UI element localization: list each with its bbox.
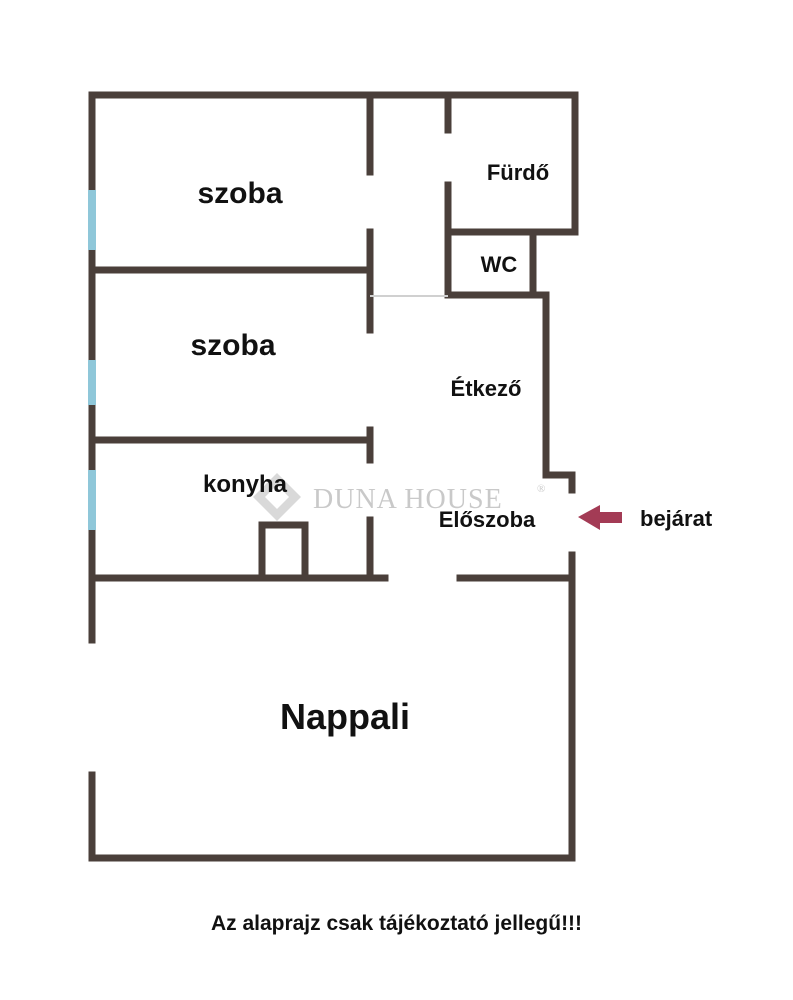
room-label-szoba-1: szoba bbox=[197, 177, 282, 210]
watermark: DUNA HOUSE ® bbox=[253, 473, 546, 521]
disclaimer-text: Az alaprajz csak tájékoztató jellegű!!! bbox=[210, 912, 583, 935]
room-label-wc: WC bbox=[481, 252, 518, 277]
diamond-logo-icon bbox=[253, 473, 301, 521]
room-label-nappali: Nappali bbox=[280, 696, 410, 737]
arrow-left-icon bbox=[578, 505, 622, 530]
room-label-konyha: konyha bbox=[203, 471, 288, 498]
room-label-szoba-2: szoba bbox=[190, 329, 275, 362]
watermark-registered-mark: ® bbox=[537, 483, 546, 495]
windows bbox=[88, 190, 96, 530]
walls bbox=[88, 91, 579, 862]
entrance-label: bejárat bbox=[640, 506, 713, 531]
room-label-eloszoba: Előszoba bbox=[439, 507, 536, 532]
room-label-furdo: Fürdő bbox=[487, 160, 549, 185]
room-label-etkezo: Étkező bbox=[451, 376, 522, 401]
watermark-text: DUNA HOUSE bbox=[313, 484, 503, 515]
window bbox=[88, 360, 96, 405]
window bbox=[88, 190, 96, 250]
window bbox=[88, 470, 96, 530]
